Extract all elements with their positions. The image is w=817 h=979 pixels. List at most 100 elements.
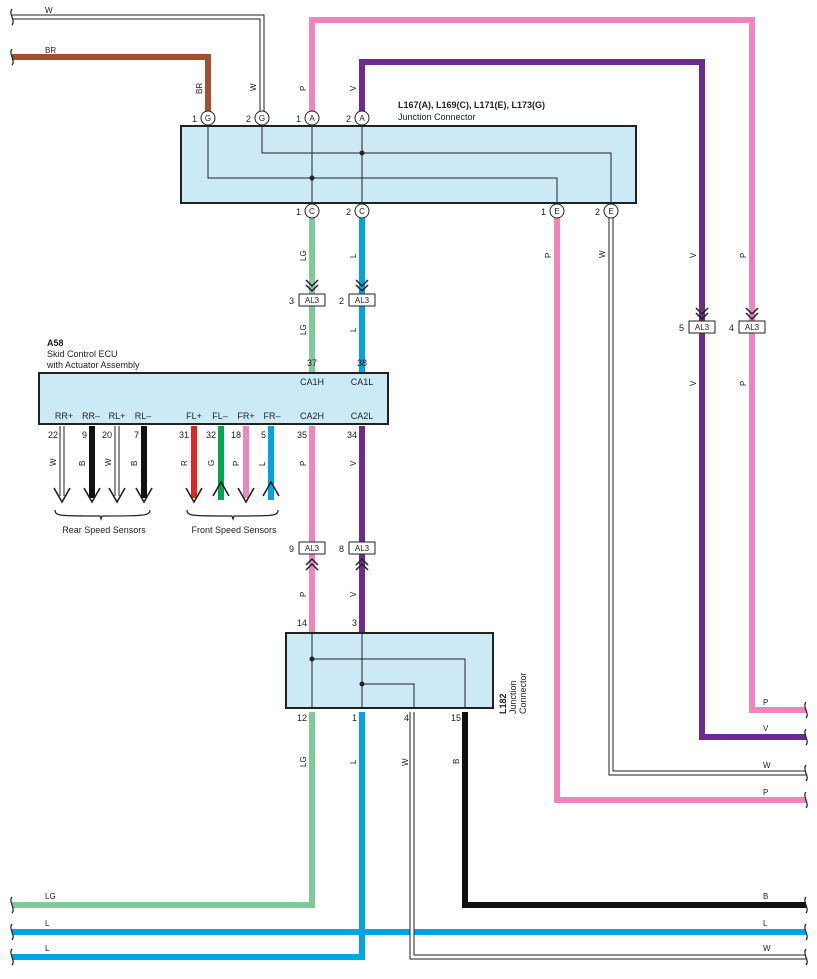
wire-label: R [180, 460, 189, 466]
arrow-down-icon [53, 487, 71, 504]
wire-label: P [299, 592, 308, 597]
inline-connector-name: AL3 [305, 296, 320, 305]
top-connector-title: L167(A), L169(C), L171(E), L173(G) [398, 100, 545, 110]
wire-label: W [104, 458, 113, 466]
inline-pin: 5 [679, 323, 684, 333]
wire-label: P [739, 253, 748, 258]
wire-label: L [763, 919, 768, 928]
inline-pin: 4 [729, 323, 734, 333]
break-icon [10, 48, 14, 66]
wire-b-bottom [462, 712, 806, 908]
wire-label: L [45, 919, 50, 928]
sensor-groups: Rear Speed Sensors Front Speed Sensors [54, 509, 279, 535]
wire-v-top [359, 59, 806, 740]
wires [12, 14, 806, 960]
terminal-label: RL– [135, 411, 152, 421]
wire-label: V [763, 724, 769, 733]
ecu-box [38, 372, 389, 425]
break-icon [804, 948, 808, 966]
pin-number: 22 [48, 430, 58, 440]
pin-number: 31 [179, 430, 189, 440]
wire-label: P [763, 788, 768, 797]
wire-label: B [452, 759, 461, 764]
bottom-connector-code: L182 [498, 693, 508, 714]
wire-lg-bottom [12, 712, 315, 908]
wire-label: LG [299, 756, 308, 767]
wire-label: V [349, 460, 358, 466]
pin-number: 3 [352, 618, 357, 628]
wire-label: P [232, 461, 241, 466]
wire-label: L [349, 327, 358, 332]
top-connector-subtitle: Junction Connector [398, 112, 476, 122]
terminal-label: RL+ [109, 411, 126, 421]
arrow-down-icon [237, 487, 255, 504]
terminal-label: CA1H [300, 377, 324, 387]
wire-label: L [349, 759, 358, 764]
inline-pin: 3 [289, 296, 294, 306]
break-icon [10, 948, 14, 966]
break-icon [804, 791, 808, 809]
inline-pin: 9 [289, 544, 294, 554]
wire-label: L [45, 944, 50, 953]
wire-label: W [249, 83, 258, 91]
ecu-name-2: with Actuator Assembly [46, 360, 140, 370]
wire-label: W [598, 250, 607, 258]
arrow-down-icon [108, 487, 126, 504]
terminal-label: RR– [82, 411, 100, 421]
wire-label: V [689, 380, 698, 386]
wire-p-top [309, 17, 806, 713]
pin-letter: G [205, 114, 211, 123]
inline-connector-name: AL3 [695, 323, 710, 332]
wire-label: V [689, 252, 698, 258]
wire-label: W [45, 6, 53, 15]
arrow-down-icon [185, 487, 203, 504]
bottom-connector-box [285, 632, 494, 709]
pin-number: 1 [352, 713, 357, 723]
pin-number: 35 [297, 430, 307, 440]
pin-number: 2 [246, 114, 251, 124]
pin-number: 18 [231, 430, 241, 440]
pin-letter: A [359, 114, 365, 123]
wire-label: L [258, 461, 267, 466]
pin-number: 1 [541, 207, 546, 217]
wire-label: P [299, 86, 308, 91]
wire-label: BR [45, 46, 56, 55]
wire-label: B [78, 461, 87, 466]
ecu-code: A58 [47, 338, 64, 348]
inline-connectors: AL3 3 AL3 2 AL3 5 AL3 4 AL3 9 AL3 8 [289, 279, 766, 571]
wire-label: BR [195, 83, 204, 94]
pin-number: 14 [297, 618, 307, 628]
arrow-up-icon [262, 480, 280, 497]
wire-label: P [739, 381, 748, 386]
wire-label: W [49, 458, 58, 466]
inline-pin: 2 [339, 296, 344, 306]
wire-label: W [763, 761, 771, 770]
wire-label: B [763, 892, 768, 901]
arrow-down-icon [135, 487, 153, 504]
bottom-connector-name-2: Connector [518, 672, 528, 714]
pin-number: 38 [357, 358, 367, 368]
terminal-label: RR+ [55, 411, 73, 421]
pin-letter: E [554, 207, 559, 216]
pin-number: 5 [261, 430, 266, 440]
break-icon [804, 923, 808, 941]
terminal-label: CA2H [300, 411, 324, 421]
pin-number: 32 [206, 430, 216, 440]
bottom-junction-connector: 14 3 12 1 4 15 L182 Junction Connector [285, 618, 528, 723]
terminal-label: FR+ [237, 411, 254, 421]
wire-w-bottom [409, 712, 806, 960]
break-icon [804, 764, 808, 782]
pin-number: 2 [346, 207, 351, 217]
pin-number: 12 [297, 713, 307, 723]
inline-connector-name: AL3 [305, 544, 320, 553]
pin-number: 9 [82, 430, 87, 440]
wire-label: W [401, 758, 410, 766]
pin-number: 1 [192, 114, 197, 124]
pin-letter: G [259, 114, 265, 123]
wire-label: LG [299, 324, 308, 335]
wire-l-bottom [12, 712, 365, 960]
front-sensor-group-label: Front Speed Sensors [191, 525, 277, 535]
break-icon [10, 896, 14, 914]
pin-number: 20 [102, 430, 112, 440]
wire-label: G [207, 460, 216, 466]
